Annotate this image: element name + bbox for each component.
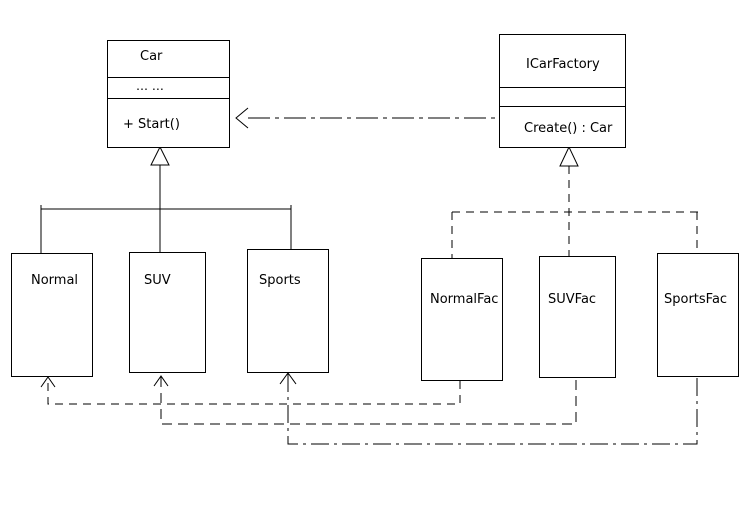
sports-class: Sports xyxy=(247,249,329,373)
factory-realization-arrowhead xyxy=(559,145,579,167)
normal-class-name: Normal xyxy=(31,273,79,288)
car-class-name: Car xyxy=(140,49,163,64)
normalfac-class: NormalFac xyxy=(421,258,503,381)
car-inheritance-tree xyxy=(40,165,292,253)
sportsfac-sports-dependency xyxy=(279,372,698,445)
normal-class: Normal xyxy=(11,253,93,377)
suvfac-class-name: SUVFac xyxy=(548,292,597,307)
icarfactory-class-operation: Create() : Car xyxy=(524,121,613,136)
icarfactory-class-divider-2 xyxy=(500,106,625,107)
normalfac-class-name: NormalFac xyxy=(430,292,499,307)
suvfac-suv-dependency xyxy=(153,375,577,425)
normalfac-normal-dependency xyxy=(40,376,461,405)
sportsfac-class: SportsFac xyxy=(657,253,739,377)
car-class-divider-1 xyxy=(108,77,229,78)
factory-realization-tree xyxy=(451,166,699,258)
sports-class-name: Sports xyxy=(259,273,301,288)
suv-class: SUV xyxy=(129,252,206,373)
icarfactory-class: ICarFactory Create() : Car xyxy=(499,34,626,148)
car-class-divider-2 xyxy=(108,98,229,99)
factory-car-dependency xyxy=(235,107,499,129)
icarfactory-class-divider-1 xyxy=(500,87,625,88)
suv-class-name: SUV xyxy=(144,273,171,288)
car-generalization-arrowhead xyxy=(150,145,170,166)
suvfac-class: SUVFac xyxy=(539,256,616,378)
car-class-operation: + Start() xyxy=(123,117,180,132)
car-class-attributes: … … xyxy=(136,79,164,93)
sportsfac-class-name: SportsFac xyxy=(664,292,728,307)
icarfactory-class-name: ICarFactory xyxy=(526,57,600,72)
car-class: Car … … + Start() xyxy=(107,40,230,148)
